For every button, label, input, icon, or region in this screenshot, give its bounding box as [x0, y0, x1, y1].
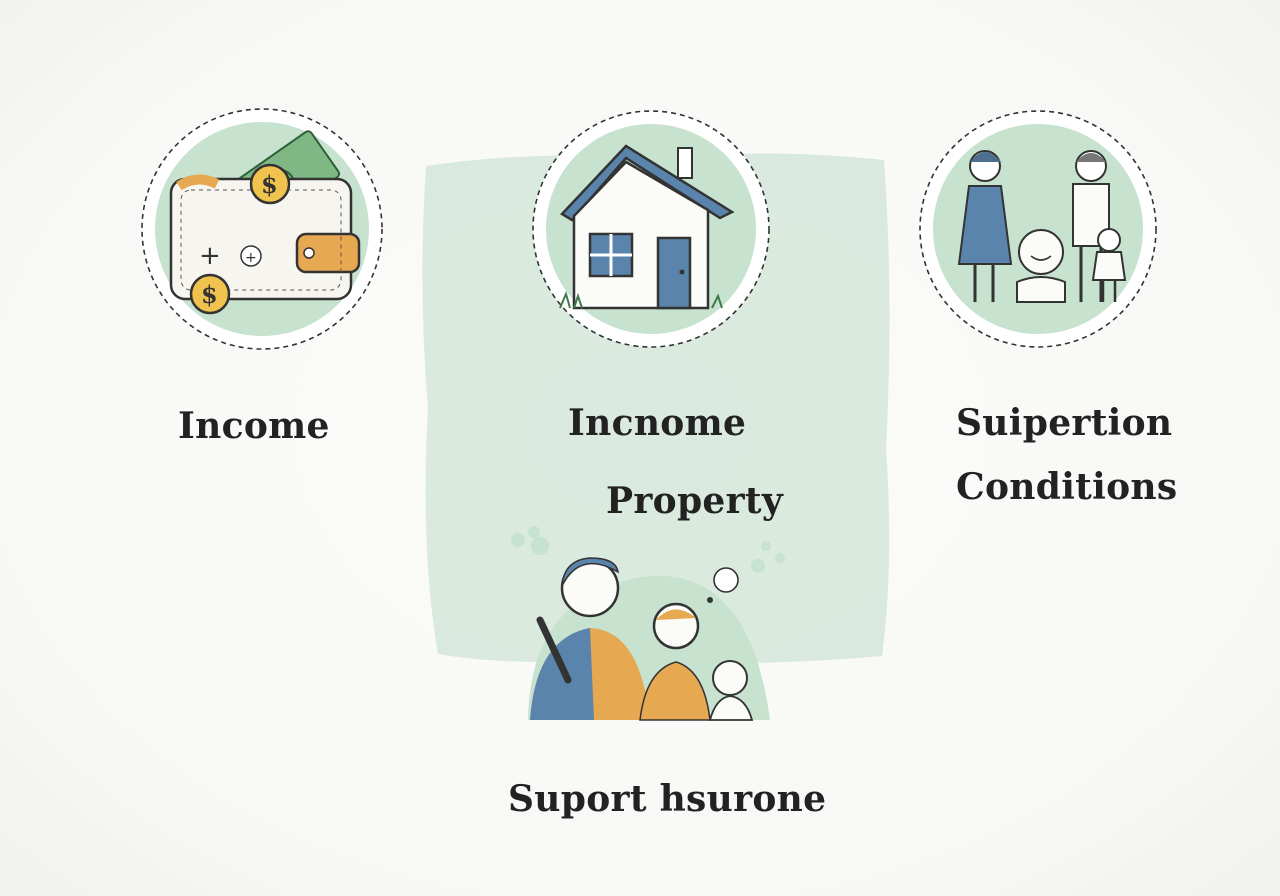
income-label: Income — [178, 405, 330, 447]
svg-text:$: $ — [261, 170, 278, 199]
house-icon — [532, 110, 770, 348]
svg-text:$: $ — [201, 280, 218, 309]
right-title-label: Suipertion — [956, 402, 1173, 444]
conditions-label: Conditions — [956, 466, 1178, 508]
support-label: Suport hsurone — [508, 778, 827, 820]
property-label: Property — [606, 480, 784, 522]
wallet-icon: + + $ $ — [141, 108, 383, 350]
family-icon — [919, 110, 1157, 348]
center-title-label: Incnome — [568, 402, 747, 444]
svg-text:+: + — [199, 241, 221, 271]
support-group-icon — [511, 526, 785, 721]
svg-text:+: + — [245, 250, 257, 266]
center-background-wash — [422, 153, 890, 664]
